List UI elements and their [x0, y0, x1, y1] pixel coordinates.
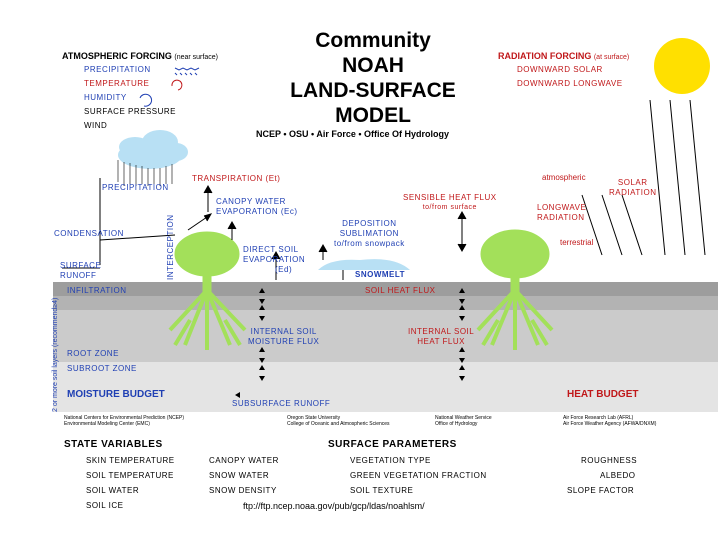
state-var-soil-ice: SOIL ICE	[86, 501, 124, 510]
radiation-forcing-heading: RADIATION FORCING (at surface)	[498, 51, 630, 61]
subroot-zone-label: SUBROOT ZONE	[67, 364, 137, 373]
forcing-downward-longwave: DOWNWARD LONGWAVE	[517, 79, 623, 88]
infiltration-label: INFILTRATION	[67, 286, 127, 295]
forcing-wind: WIND	[84, 121, 108, 130]
state-var-snow-water: SNOW WATER	[209, 471, 270, 480]
state-var-soil-water: SOIL WATER	[86, 486, 140, 495]
param-roughness: ROUGHNESS	[581, 456, 638, 465]
moisture-budget-label: MOISTURE BUDGET	[67, 389, 165, 400]
partners-line: NCEP • OSU • Air Force • Office Of Hydro…	[256, 129, 449, 139]
state-var-canopy-water: CANOPY WATER	[209, 456, 279, 465]
institution-ncep: National Centers for Environmental Predi…	[64, 415, 185, 427]
precipitation-label: PRECIPITATION	[102, 183, 169, 192]
snowpack	[318, 259, 410, 270]
param-albedo: ALBEDO	[600, 471, 636, 480]
state-variables-heading: STATE VARIABLES	[64, 439, 163, 450]
param-soil-texture: SOIL TEXTURE	[350, 486, 414, 495]
interception-label: INTERCEPTION	[166, 214, 175, 280]
surface-parameters-heading: SURFACE PARAMETERS	[328, 439, 457, 450]
forcing-temperature: TEMPERATURE	[84, 79, 150, 88]
sun-icon	[654, 38, 710, 94]
subroot-zone-layer	[53, 362, 718, 412]
institution-afrl: Air Force Research Lab (AFRL)Air Force W…	[563, 415, 657, 427]
heat-budget-label: HEAT BUDGET	[567, 389, 639, 400]
upper-soil-layer	[53, 296, 718, 310]
state-var-soil-temperature: SOIL TEMPERATURE	[86, 471, 174, 480]
forcing-icons	[139, 67, 200, 107]
forcing-downward-solar: DOWNWARD SOLAR	[517, 65, 603, 74]
root-zone-label: ROOT ZONE	[67, 349, 119, 358]
rain-cloud-icon	[118, 130, 188, 169]
root-zone-layer	[53, 310, 718, 362]
surface-layer	[53, 282, 718, 296]
atmospheric-forcing-heading: ATMOSPHERIC FORCING (near surface)	[62, 51, 218, 61]
soil-heat-flux-label: SOIL HEAT FLUX	[365, 286, 436, 295]
snowmelt-label: SNOWMELT	[355, 270, 406, 279]
state-var-skin-temperature: SKIN TEMPERATURE	[86, 456, 175, 465]
footer-url[interactable]: ftp://ftp.ncep.noaa.gov/pub/gcp/ldas/noa…	[243, 501, 425, 511]
param-vegetation-type: VEGETATION TYPE	[350, 456, 431, 465]
forcing-surface-pressure: SURFACE PRESSURE	[84, 107, 177, 116]
subsurface-runoff-label: SUBSURFACE RUNOFF	[232, 399, 331, 408]
forcing-humidity: HUMIDITY	[84, 93, 127, 102]
condensation-label: CONDENSATION	[54, 229, 124, 238]
param-green-vegetation-fraction: GREEN VEGETATION FRACTION	[350, 471, 487, 480]
soil-layers-label: 2 or more soil layers (recommend≥4)	[52, 297, 59, 412]
transpiration-label: TRANSPIRATION (Et)	[192, 174, 281, 183]
terrestrial-label: terrestrial	[560, 238, 594, 247]
tree-left	[168, 231, 247, 350]
tree-right	[476, 229, 554, 350]
forcing-precipitation: PRECIPITATION	[84, 65, 151, 74]
state-var-snow-density: SNOW DENSITY	[209, 486, 277, 495]
param-slope-factor: SLOPE FACTOR	[567, 486, 635, 495]
atmospheric-label: atmospheric	[542, 173, 586, 182]
